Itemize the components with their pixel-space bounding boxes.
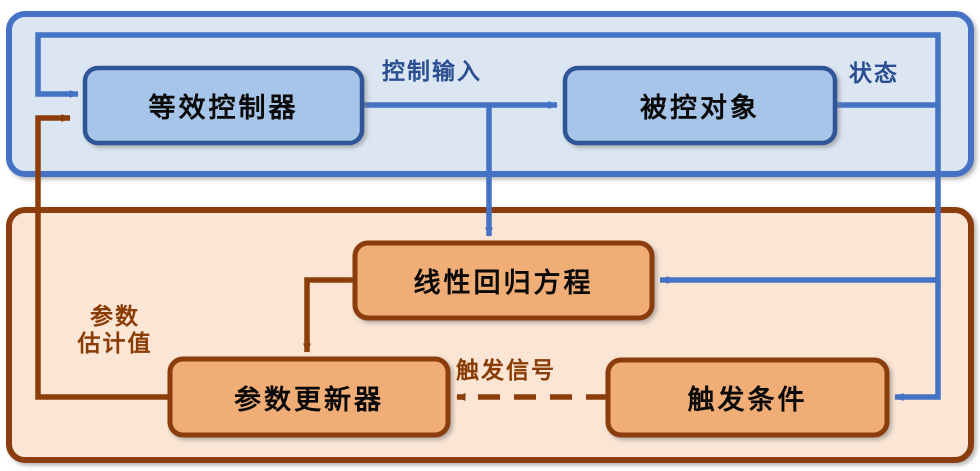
node-trigger-condition[interactable] <box>605 357 890 438</box>
node-equivalent-controller[interactable] <box>82 65 365 146</box>
node-controlled-plant[interactable] <box>562 65 838 146</box>
node-parameter-updater[interactable] <box>167 356 451 438</box>
node-linear-regression-equation[interactable] <box>352 240 655 321</box>
edge-state-feedback-to-controller <box>35 32 941 108</box>
edge-regression-to-updater <box>303 277 355 353</box>
edge-updater-to-controller <box>35 114 170 400</box>
edge-state-to-trigger <box>894 280 941 401</box>
